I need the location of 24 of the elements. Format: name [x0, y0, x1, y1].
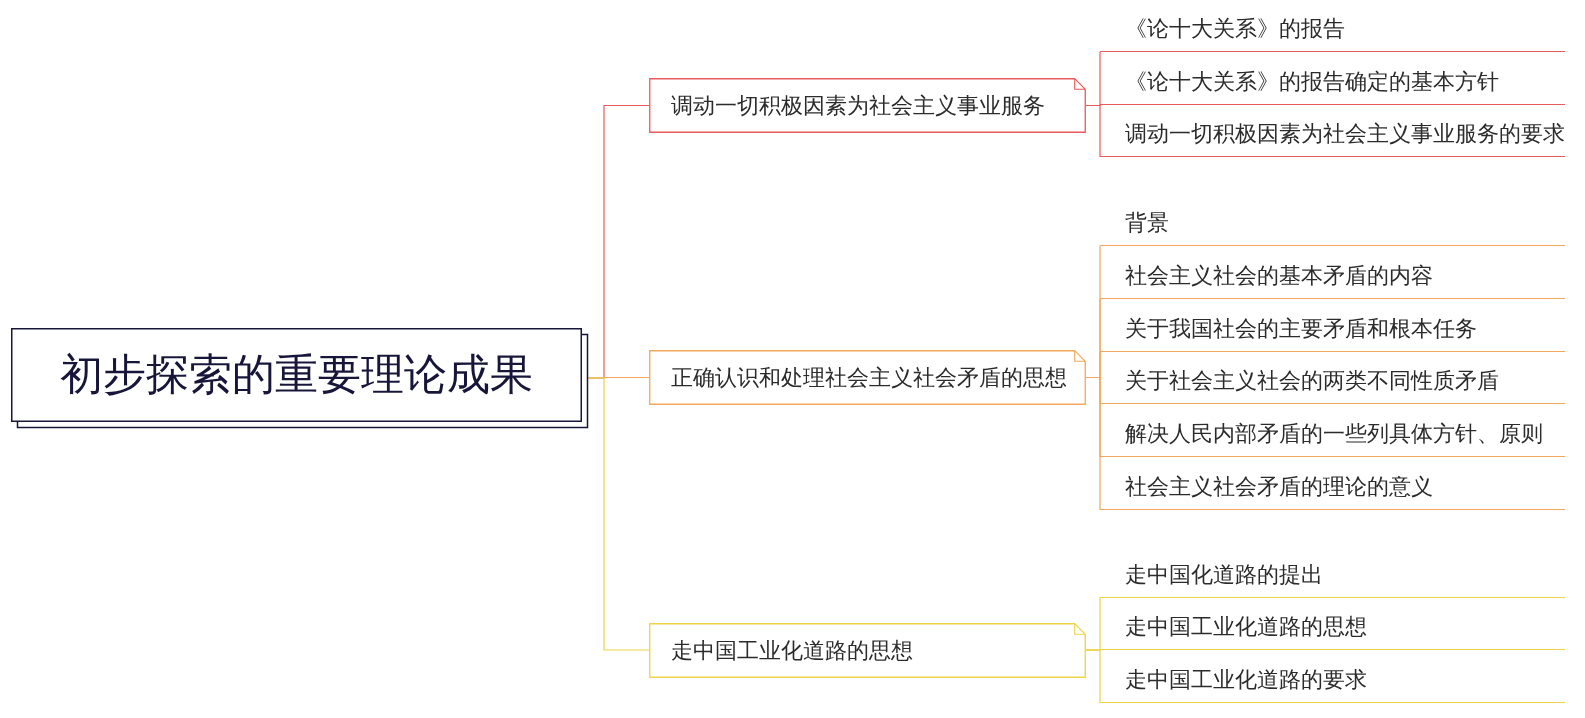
connector-line	[1085, 649, 1101, 704]
topic-label: 社会主义社会矛盾的理论的意义	[1125, 473, 1433, 501]
note-box	[649, 622, 1086, 678]
connector-line	[1085, 376, 1101, 511]
topic-label: 正确认识和处理社会主义社会矛盾的思想	[671, 364, 1067, 392]
topic-label: 走中国化道路的提出	[1125, 560, 1323, 589]
note-box	[649, 78, 1086, 133]
topic-label: 背景	[1125, 209, 1169, 237]
connector-line	[1085, 104, 1101, 158]
topic-label: 关于我国社会的主要矛盾和根本任务	[1125, 314, 1477, 343]
topic-label: 社会主义社会的基本矛盾的内容	[1125, 262, 1433, 290]
topic-label: 《论十大关系》的报告确定的基本方针	[1125, 67, 1499, 96]
topic-label: 走中国工业化道路的思想	[1125, 613, 1367, 641]
topic-label: 关于社会主义社会的两类不同性质矛盾	[1125, 367, 1499, 395]
note-box	[649, 350, 1086, 405]
topic-label: 调动一切积极因素为社会主义事业服务	[671, 92, 1045, 120]
topic-label: 《论十大关系》的报告	[1125, 15, 1345, 43]
topic-label: 走中国工业化道路的要求	[1125, 666, 1367, 694]
topic-label: 走中国工业化道路的思想	[671, 636, 913, 665]
topic-label: 调动一切积极因素为社会主义事业服务的要求	[1125, 120, 1565, 148]
title-box	[11, 328, 588, 428]
connector-line	[587, 377, 650, 651]
topic-label: 初步探索的重要理论成果	[60, 348, 533, 401]
topic-label: 解决人民内部矛盾的一些列具体方针、原则	[1125, 420, 1543, 448]
